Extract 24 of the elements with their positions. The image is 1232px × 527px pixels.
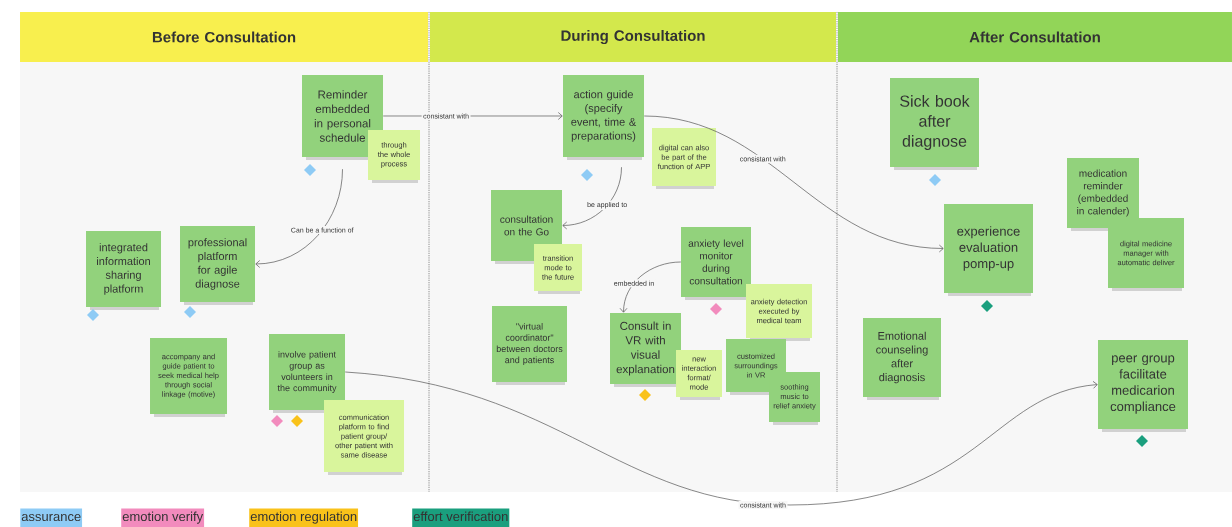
legend-label: emotion verify (122, 511, 204, 524)
phase-header: During Consultation (430, 12, 836, 62)
arrow (255, 168, 343, 268)
sticky-note: involve patient group as volunteers in the community (269, 334, 345, 413)
arrow (562, 166, 622, 230)
phase-header: After Consultation (838, 12, 1232, 62)
sticky-note: professional platform for agile diagnose (180, 226, 255, 305)
sticky-note: action guide (specify event, time & preparations) (563, 75, 644, 160)
sticky-note: Sick book after diagnose (890, 78, 979, 170)
sticky-note: Emotional counseling after diagnosis (863, 318, 941, 400)
sticky-note: medication reminder (embedded in calender) (1067, 158, 1139, 231)
legend-label: effort verification (413, 511, 508, 522)
arrow (344, 371, 1098, 506)
sticky-note: anxiety level monitor during consultation (681, 227, 751, 300)
legend-label: assurance (21, 514, 81, 522)
phase-header: Before Consultation (20, 12, 428, 62)
sticky-note: peer group facilitate medicarion compliance (1098, 340, 1188, 432)
arrow (619, 261, 682, 313)
legend-label: emotion regulation (250, 511, 357, 524)
sticky-note: experience evaluation pomp-up (944, 204, 1033, 296)
sticky-note: integrated information sharing platform (86, 231, 161, 310)
arrow (643, 115, 944, 253)
sticky-note: "virtual coordinator" between doctors and patients (492, 306, 567, 385)
sticky-note: Consult in VR with visual explanation (610, 313, 681, 387)
